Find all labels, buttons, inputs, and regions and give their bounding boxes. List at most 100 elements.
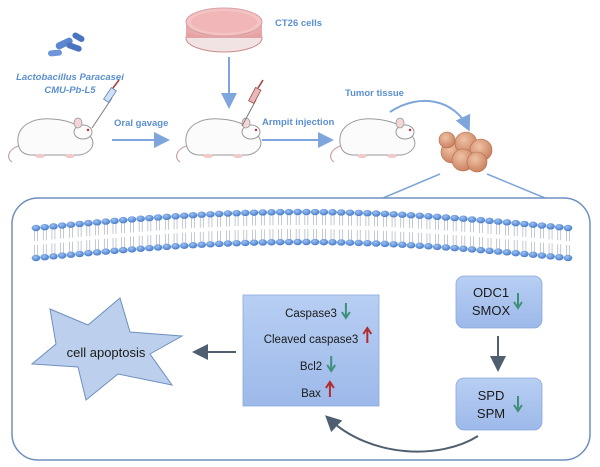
lipid-head [546,223,555,230]
marker-label: Caspase3 [285,308,337,320]
lipid-head [310,238,320,246]
lipid-head [511,219,520,227]
lipid-head [537,252,547,259]
lipid-head [258,239,268,246]
cell-apoptosis-label: cell apoptosis [67,345,146,360]
lipid-head [389,241,398,248]
lipid-head [415,242,425,249]
lipid-head [92,219,102,226]
lipid-head [197,241,207,248]
lipid-head [241,239,250,247]
lipid-head [485,247,494,255]
lipid-head [84,219,93,227]
lipid-head [319,208,329,216]
lipid-head [302,208,311,216]
lipid-head [188,242,198,249]
polyamines-label: SPD [478,388,505,403]
bacteria-name: Lactobacillus Paracasei [16,72,124,83]
lipid-head [127,246,137,253]
lipid-head [31,224,41,232]
lipid-head [397,211,407,218]
lipid-head [267,209,276,216]
lipid-head [110,247,119,255]
lipid-head [153,214,163,221]
lipid-head [188,212,198,219]
lipid-head [354,239,363,247]
lipid-head [546,253,555,260]
lipid-head [450,244,459,252]
lipid-head [493,218,503,225]
lipid-head [214,210,224,218]
lipid-head [275,238,285,246]
lipid-head [345,209,355,216]
lipid-head [310,208,320,216]
tumor-tissue-label: Tumor tissue [345,88,404,99]
armpit-injection-label: Armpit injection [262,117,335,128]
oral-gavage-label: Oral gavage [114,118,168,129]
cell-membrane [31,208,573,262]
lipid-head [432,243,442,251]
syringe-icon-2 [241,79,264,127]
lipid-head [162,243,172,251]
lipid-head [284,238,294,246]
lipid-head [153,244,163,251]
mouse-icon-2 [176,117,262,163]
tumor-icon [438,131,493,173]
lipid-head [554,253,564,261]
enzymes-label: SMOX [472,303,511,318]
lipid-head [171,213,180,220]
lipid-head [502,249,512,256]
lipid-head [57,252,67,259]
apoptosis-markers-box [242,294,380,407]
lipid-head [450,214,459,222]
lipid-head [511,249,520,257]
marker-label: Cleaved caspase3 [264,334,359,346]
down-arrow-icon [513,293,523,310]
lipid-head [406,242,416,249]
lipid-head [554,223,564,231]
lipid-head [206,211,215,218]
lipid-head [528,221,538,228]
lipid-head [467,246,477,253]
lipid-head [162,213,172,221]
lipid-head [371,210,381,217]
lipid-head [459,215,468,222]
lipid-head [66,251,76,258]
mouse-icon-1 [8,117,94,163]
bacteria-strain: CMU-Pb-L5 [44,85,96,96]
up-arrow-icon [362,326,373,343]
lipid-head [118,246,128,254]
lipid-head [345,239,355,246]
lipid-head [319,238,329,246]
lipid-head [476,246,486,254]
lipid-head [336,209,346,216]
lipid-head [241,209,250,217]
lipid-head [179,242,189,249]
lipid-head [293,238,302,246]
lipid-head [467,216,477,223]
cells-label: CT26 cells [275,18,322,29]
lipid-head [66,221,76,228]
lipid-head [363,239,372,247]
lipid-head [232,209,241,217]
lipid-head [432,213,442,221]
lipid-head [197,211,207,218]
lipid-head [502,219,512,226]
lipid-head [84,249,93,257]
lipid-head [459,245,468,252]
marker-label: Bax [301,388,321,400]
lipid-head [520,220,529,228]
lipid-head [415,212,425,219]
lipid-head [563,224,573,232]
lipid-head [49,253,58,260]
lipid-head [75,250,84,258]
lipid-head [92,249,102,256]
lipid-head [171,243,180,250]
down-arrow-icon [326,356,337,373]
lipid-head [520,250,529,258]
mouse-icon-3 [330,117,416,163]
lipid-head [441,244,451,251]
zoom-line-right [486,173,546,199]
